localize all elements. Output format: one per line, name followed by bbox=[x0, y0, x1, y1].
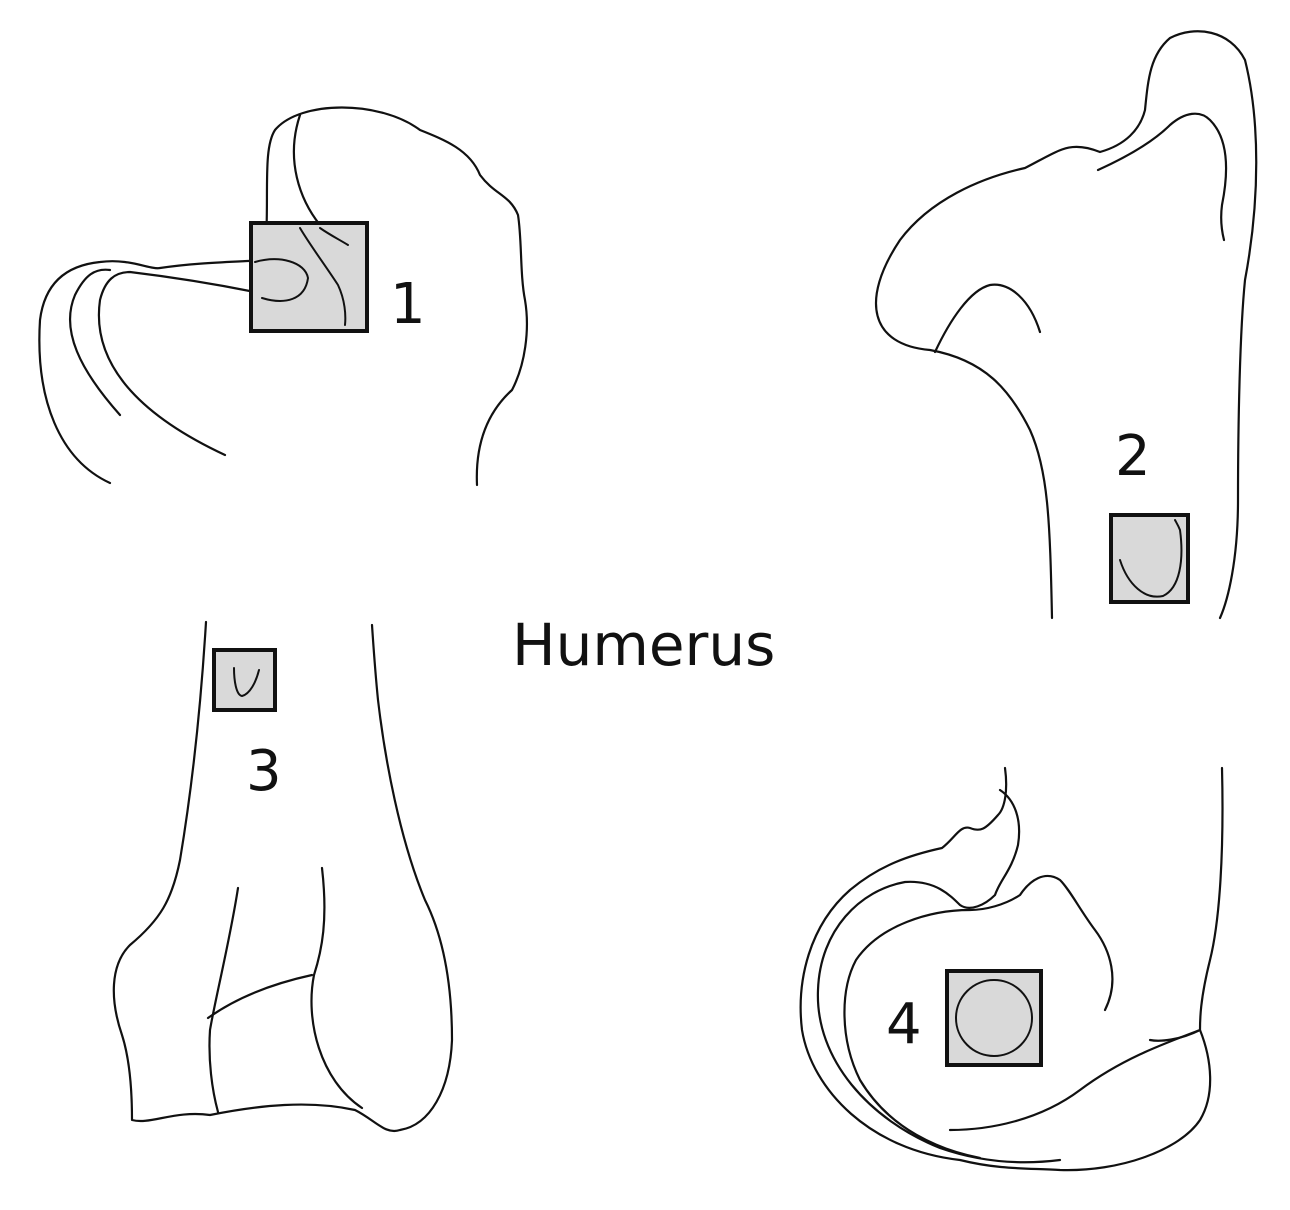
view-2-bone bbox=[875, 30, 1258, 620]
view-2-marker-lines bbox=[1119, 519, 1183, 598]
view-3-trochlea-line bbox=[206, 973, 314, 1020]
view-3-number: 3 bbox=[246, 739, 282, 804]
view-4-marker-box bbox=[945, 969, 1043, 1067]
view-4-head-rim-a bbox=[816, 788, 1062, 1164]
view-3-outer-contour bbox=[112, 620, 454, 1133]
view-1-inner-ridge-a bbox=[68, 268, 122, 417]
view-1-marker-lines bbox=[254, 227, 349, 326]
view-1-marker bbox=[249, 221, 369, 333]
view-2-marker-box bbox=[1109, 513, 1190, 604]
view-2-marker bbox=[1109, 513, 1190, 604]
view-4-marker bbox=[945, 969, 1043, 1067]
view-4-bone bbox=[799, 766, 1224, 1172]
diagram-title: Humerus bbox=[512, 611, 775, 679]
view-1-number: 1 bbox=[390, 272, 426, 337]
view-4-number: 4 bbox=[886, 992, 922, 1057]
view-1-inner-ridge-b bbox=[97, 270, 257, 457]
view-1-marker-box bbox=[249, 221, 369, 333]
view-3-marker-box bbox=[212, 648, 277, 712]
view-2-tubercle-line bbox=[1096, 112, 1228, 242]
view-2-outer-contour bbox=[875, 30, 1258, 620]
view-4-articular-line bbox=[1148, 1028, 1202, 1042]
view-3-marker-lines bbox=[233, 667, 260, 698]
view-3-bone bbox=[112, 620, 454, 1133]
view-2-neck-ridge bbox=[933, 283, 1042, 354]
view-3-marker bbox=[212, 648, 277, 712]
view-3-medial-ridge bbox=[208, 886, 240, 1114]
view-2-number: 2 bbox=[1115, 424, 1151, 489]
view-1-outer-contour bbox=[38, 106, 528, 487]
view-4-head-rim-b bbox=[843, 874, 1114, 1160]
view-4-marker-circle bbox=[955, 979, 1033, 1057]
view-3-lateral-ridge bbox=[310, 866, 364, 1110]
